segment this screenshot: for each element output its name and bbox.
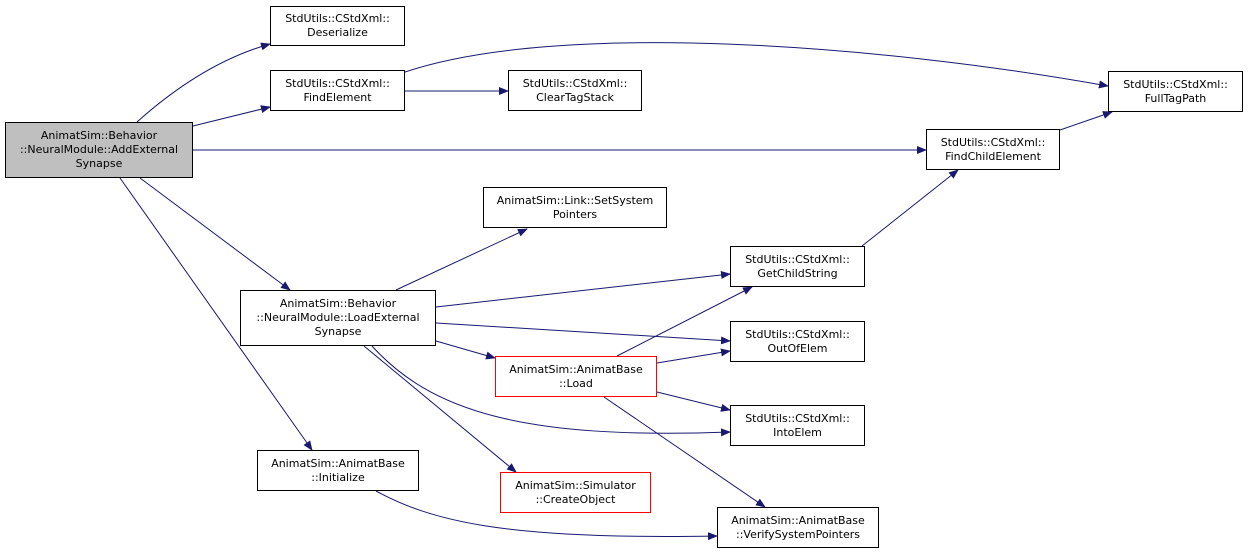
node-line: GetChildString — [757, 266, 838, 280]
node-line: StdUtils::CStdXml:: — [745, 252, 850, 266]
node-line: AnimatSim::Simulator — [515, 478, 636, 492]
node-line: OutOfElem — [767, 341, 828, 355]
node-line: StdUtils::CStdXml:: — [745, 411, 850, 425]
node-line: FindElement — [303, 90, 372, 104]
node-line: AnimatSim::AnimatBase — [509, 362, 643, 376]
edge-find-element-to-full-tag-path — [404, 42, 1109, 89]
node-initialize[interactable]: AnimatSim::AnimatBase ::Initialize — [257, 450, 419, 491]
node-line: ::Initialize — [311, 470, 365, 484]
node-add-external-synapse: AnimatSim::Behavior ::NeuralModule::AddE… — [5, 122, 193, 178]
node-line: AnimatSim::AnimatBase — [271, 456, 405, 470]
node-line: ClearTagStack — [536, 90, 614, 104]
node-line: Synapse — [314, 325, 362, 338]
edge-find-child-element-to-full-tag-path — [1059, 111, 1113, 131]
edge-add-synapse-to-deserialize — [136, 42, 271, 123]
edge-add-synapse-to-find-element — [192, 105, 271, 127]
edge-animat-base-load-to-into-elem — [656, 391, 731, 412]
node-line: AnimatSim::Link::SetSystem — [496, 193, 654, 207]
edge-animat-base-load-to-get-child-string — [616, 286, 753, 357]
node-full-tag-path[interactable]: StdUtils::CStdXml:: FullTagPath — [1108, 71, 1243, 112]
node-verify-system-pointers[interactable]: AnimatSim::AnimatBase ::VerifySystemPoin… — [717, 507, 879, 548]
node-line: StdUtils::CStdXml:: — [285, 76, 390, 90]
node-line: AnimatSim::AnimatBase — [731, 513, 865, 527]
node-line: Deserialize — [307, 26, 368, 39]
node-line: StdUtils::CStdXml:: — [1123, 77, 1228, 91]
edge-load-external-synapse-to-out-of-elem — [435, 322, 731, 345]
node-line: StdUtils::CStdXml:: — [745, 327, 850, 341]
node-deserialize[interactable]: StdUtils::CStdXml:: Deserialize — [270, 6, 405, 46]
node-line: ::VerifySystemPointers — [736, 527, 860, 541]
node-line: AnimatSim::Behavior — [279, 297, 397, 310]
edge-add-synapse-to-initialize — [119, 177, 313, 451]
edge-load-external-synapse-to-create-object — [363, 345, 517, 473]
node-find-element[interactable]: StdUtils::CStdXml:: FindElement — [270, 70, 405, 111]
node-line: StdUtils::CStdXml:: — [522, 76, 628, 90]
edge-animat-base-load-to-out-of-elem — [656, 348, 731, 364]
edge-load-external-synapse-to-into-elem — [371, 345, 731, 437]
node-create-object[interactable]: AnimatSim::Simulator ::CreateObject — [500, 472, 651, 513]
edge-add-synapse-to-load-external-synapse — [139, 177, 291, 291]
node-line: Pointers — [552, 207, 598, 221]
edge-load-external-synapse-to-get-child-string — [435, 271, 731, 308]
node-line: AnimatSim::Behavior — [40, 129, 158, 142]
node-line: ::Load — [559, 376, 593, 390]
node-clear-tag-stack[interactable]: StdUtils::CStdXml:: ClearTagStack — [508, 70, 642, 111]
node-line: ::NeuralModule::LoadExternal — [256, 311, 420, 324]
node-animat-base-load[interactable]: AnimatSim::AnimatBase ::Load — [495, 356, 657, 397]
node-line: Synapse — [75, 157, 123, 170]
node-line: ::CreateObject — [535, 492, 616, 506]
node-line: FindChildElement — [945, 149, 1041, 163]
edge-get-child-string-to-find-child-element — [861, 169, 959, 247]
edge-initialize-to-verify-system-pointers — [375, 490, 718, 541]
node-line: StdUtils::CStdXml:: — [285, 12, 390, 25]
node-out-of-elem[interactable]: StdUtils::CStdXml:: OutOfElem — [730, 321, 865, 362]
node-line: StdUtils::CStdXml:: — [940, 135, 1046, 149]
node-find-child-element[interactable]: StdUtils::CStdXml:: FindChildElement — [926, 129, 1060, 170]
node-get-child-string[interactable]: StdUtils::CStdXml:: GetChildString — [730, 246, 865, 287]
edge-load-external-synapse-to-animat-base-load — [435, 340, 496, 360]
node-line: FullTagPath — [1144, 91, 1207, 105]
node-set-system-pointers[interactable]: AnimatSim::Link::SetSystem Pointers — [483, 187, 667, 228]
node-line: IntoElem — [773, 425, 822, 439]
node-line: ::NeuralModule::AddExternal — [19, 143, 179, 156]
edge-animat-base-load-to-verify-system-pointers — [603, 396, 766, 508]
node-into-elem[interactable]: StdUtils::CStdXml:: IntoElem — [730, 405, 865, 446]
edge-load-external-synapse-to-set-system-pointers — [395, 228, 528, 291]
node-load-external-synapse[interactable]: AnimatSim::Behavior ::NeuralModule::Load… — [240, 290, 436, 346]
